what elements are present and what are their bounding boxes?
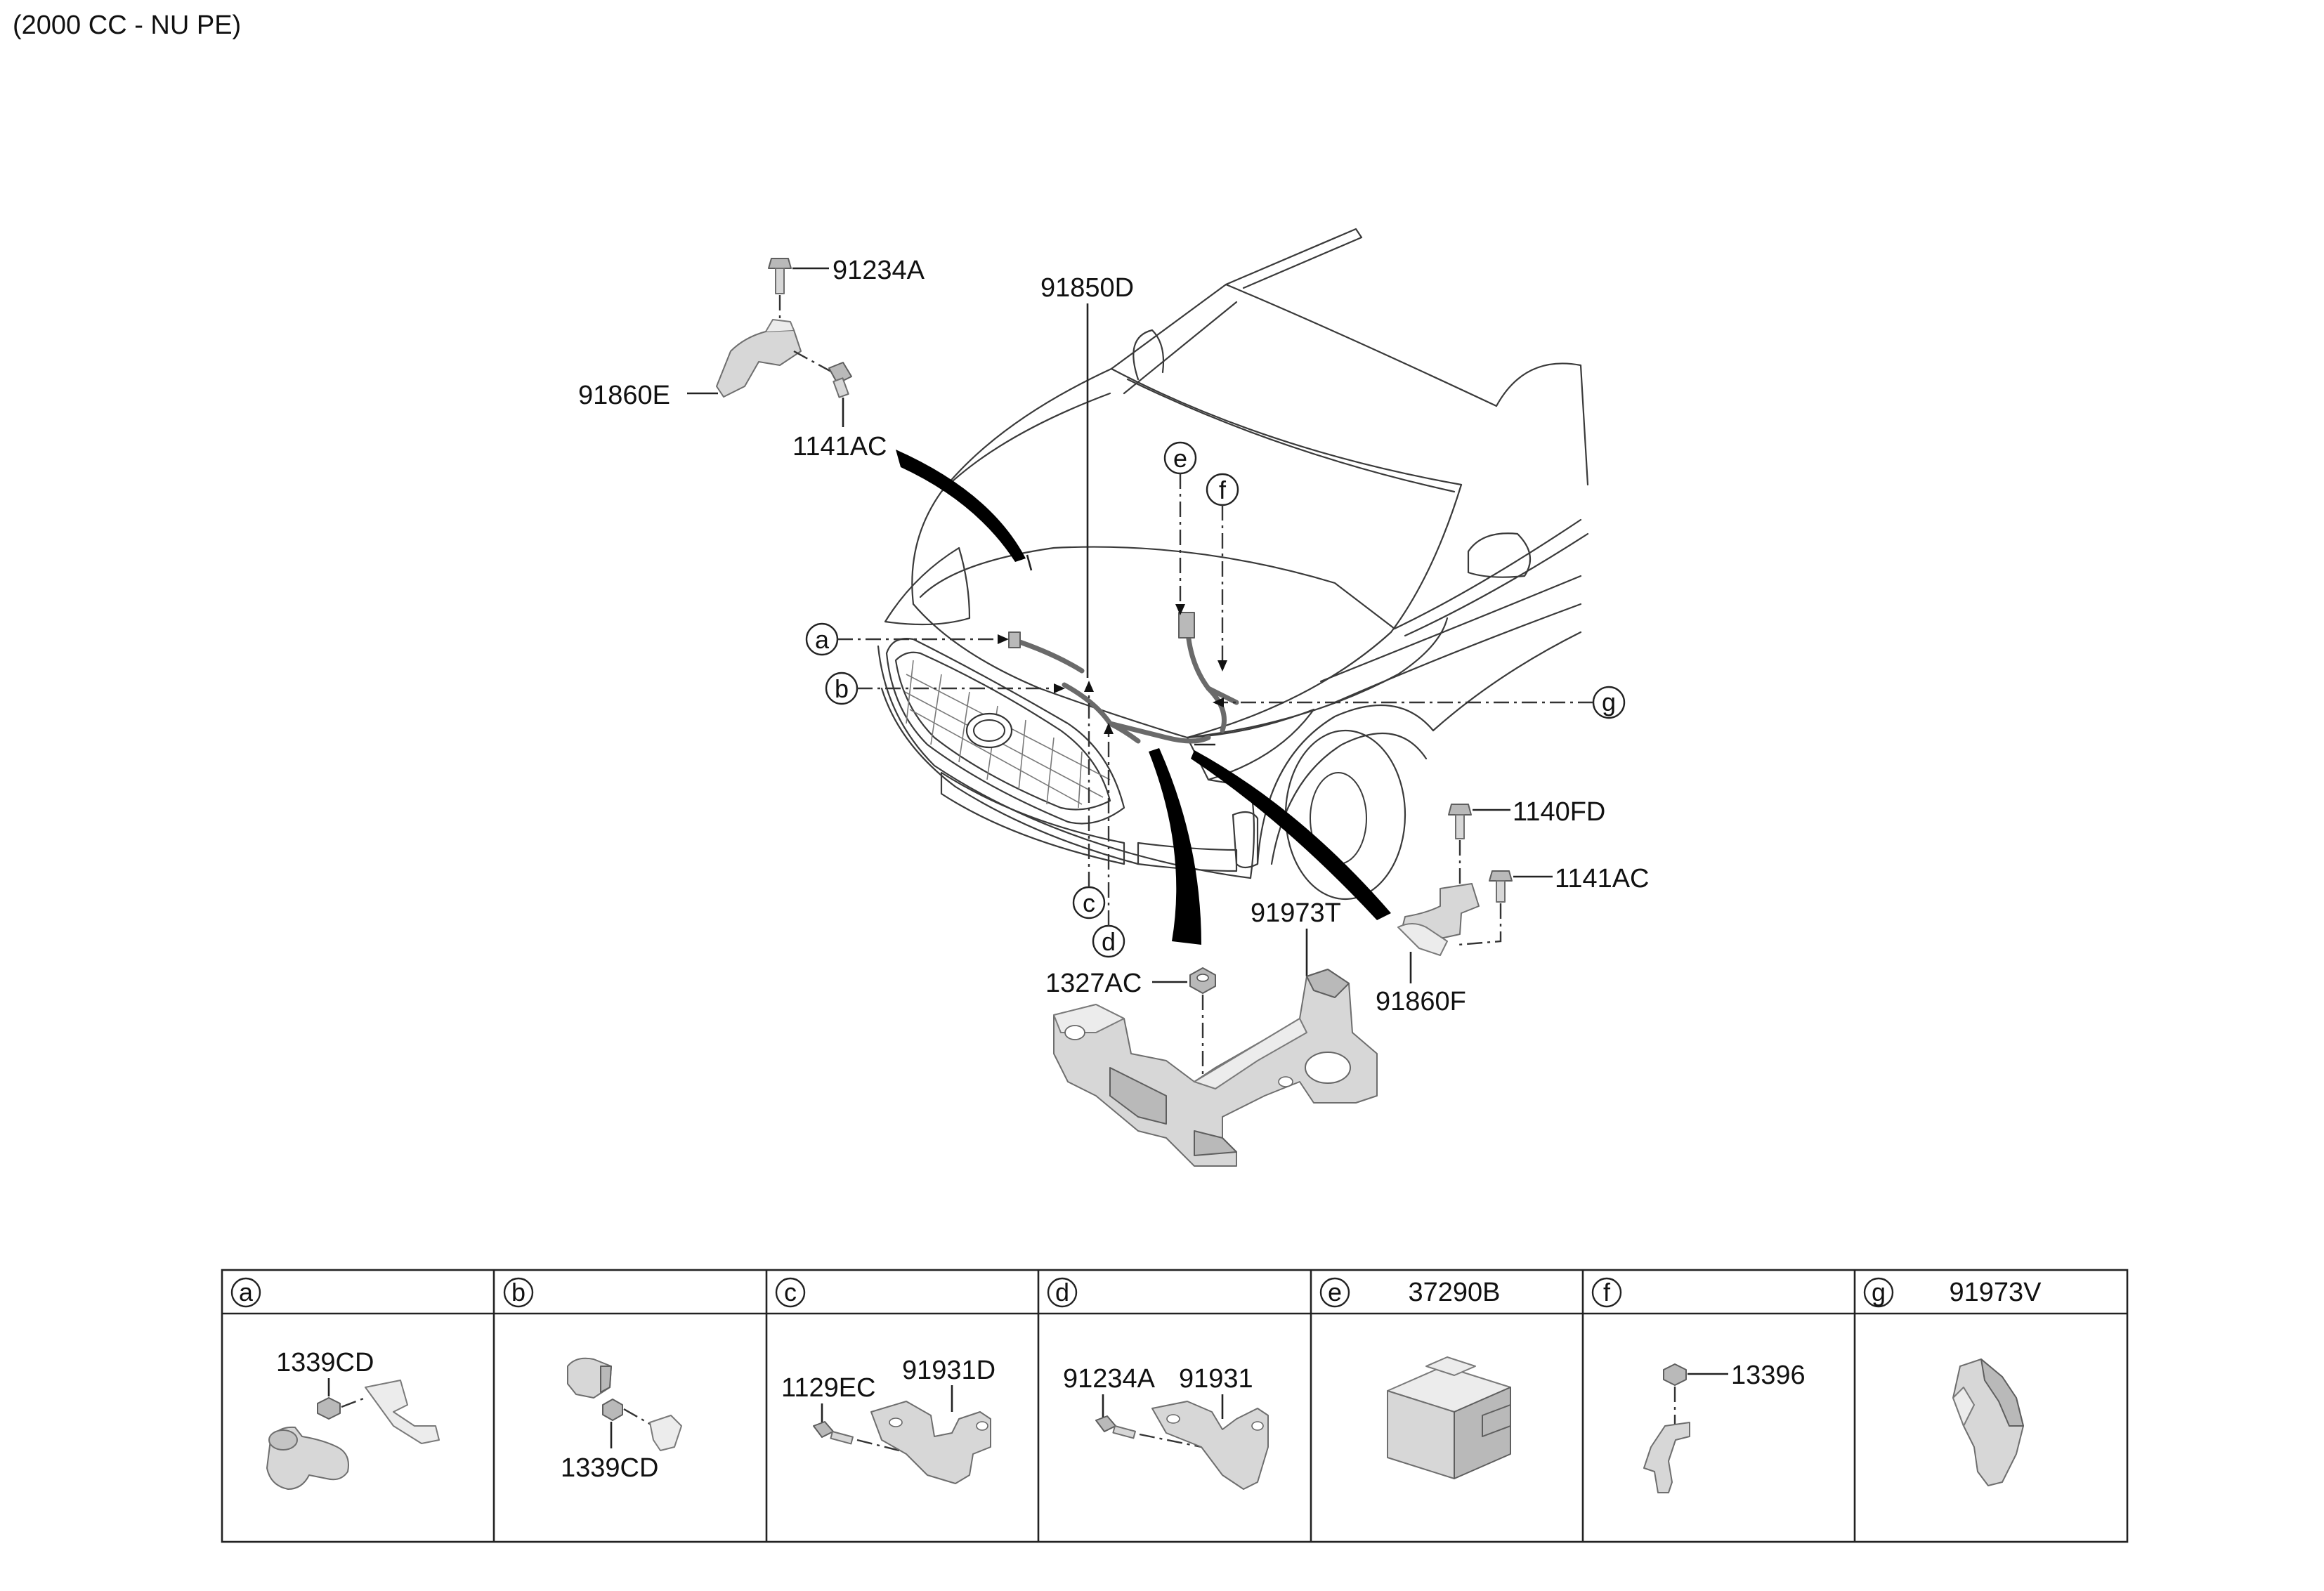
bracket-91931 (1151, 1401, 1269, 1490)
leader-arrow-right (1191, 750, 1391, 920)
label-91860f: 91860F (1376, 987, 1466, 1016)
callout-g: g (1213, 686, 1626, 719)
label-1129ec: 1129EC (781, 1373, 876, 1403)
svg-text:b: b (835, 674, 849, 703)
svg-text:b: b (511, 1278, 525, 1307)
label-1141ac-top: 1141AC (792, 432, 887, 461)
nut-1327ac (1189, 967, 1216, 994)
module-37290b (1387, 1356, 1511, 1479)
table-cell-f: f 13396 (1591, 1277, 1806, 1493)
svg-text:a: a (239, 1278, 254, 1307)
svg-text:g: g (1872, 1278, 1886, 1307)
label-91234a-d: 91234A (1063, 1364, 1156, 1394)
svg-text:d: d (1102, 927, 1116, 956)
leader-arrow-bottom (1149, 748, 1201, 945)
bolt-1141ac-right (1489, 870, 1513, 903)
label-91234a: 91234A (833, 256, 925, 285)
bracket-91973v (1952, 1358, 2024, 1486)
nut-1339cd-b (602, 1399, 623, 1421)
label-91973t: 91973T (1251, 898, 1341, 928)
bracket-91860e (716, 329, 802, 398)
bracket-f (1643, 1422, 1690, 1493)
bolt-91234a-d (1095, 1415, 1136, 1439)
label-1327ac: 1327AC (1045, 969, 1142, 998)
label-91931d: 91931D (902, 1356, 995, 1385)
clip-b (649, 1415, 682, 1451)
wiring-harness-91850d (1008, 612, 1239, 744)
detail-table: a 1339CD b 1339CD c 1129EC 91931D (221, 1269, 2129, 1543)
table-cell-g: g 91973V (1863, 1277, 2042, 1486)
label-37290b: 37290B (1408, 1278, 1500, 1307)
bracket-91860f-group: 1140FD 1141AC 91860F (1376, 797, 1650, 1016)
callout-c: c (1072, 681, 1106, 919)
bracket-91931d (870, 1401, 991, 1484)
bolt-1129ec (813, 1421, 854, 1445)
nut-13396 (1663, 1363, 1687, 1386)
label-1141ac-right: 1141AC (1555, 864, 1650, 893)
table-cell-e: e 37290B (1319, 1277, 1511, 1479)
label-13396: 13396 (1731, 1361, 1806, 1390)
bolt-91234a (768, 258, 792, 294)
nut-1339cd-a (317, 1397, 341, 1420)
svg-text:c: c (784, 1278, 797, 1307)
engine-spec-text: (2000 CC - NU PE) (13, 11, 241, 40)
label-1140fd: 1140FD (1513, 797, 1605, 827)
harness-connector-e (1178, 612, 1195, 639)
clip-a (365, 1380, 440, 1444)
label-91973v: 91973V (1949, 1278, 2042, 1307)
label-91931: 91931 (1179, 1364, 1253, 1394)
bolt-1140fd (1448, 804, 1472, 839)
callout-f: f (1206, 473, 1239, 672)
svg-text:c: c (1083, 889, 1095, 917)
label-1339cd-a: 1339CD (276, 1348, 374, 1377)
car-outline (877, 228, 1589, 901)
svg-text:e: e (1328, 1278, 1342, 1307)
callout-b: b (825, 672, 1065, 705)
callout-d: d (1092, 723, 1125, 958)
member-91973t-group: 91973T 1327AC (1045, 898, 1378, 1167)
svg-text:a: a (815, 625, 830, 654)
svg-text:f: f (1603, 1278, 1611, 1307)
callout-e: e (1163, 441, 1197, 615)
table-cell-c: c 1129EC 91931D (775, 1277, 995, 1484)
label-91850d: 91850D (1040, 273, 1134, 303)
leader-arrow-top (896, 450, 1026, 562)
svg-text:f: f (1219, 476, 1227, 504)
table-cell-a: a 1339CD (230, 1277, 440, 1490)
table-cell-b: b 1339CD (503, 1277, 682, 1483)
svg-text:e: e (1173, 444, 1187, 473)
label-91860e: 91860E (578, 381, 670, 410)
table-cell-d: d 91234A 91931 (1047, 1277, 1269, 1490)
label-1339cd-b: 1339CD (561, 1453, 658, 1483)
bolt-1141ac-top (828, 362, 852, 398)
svg-text:g: g (1602, 688, 1616, 716)
bracket-91860e-group: 91234A 91860E 1141AC (578, 256, 925, 461)
callout-a: a (805, 622, 1009, 656)
svg-text:d: d (1055, 1278, 1069, 1307)
